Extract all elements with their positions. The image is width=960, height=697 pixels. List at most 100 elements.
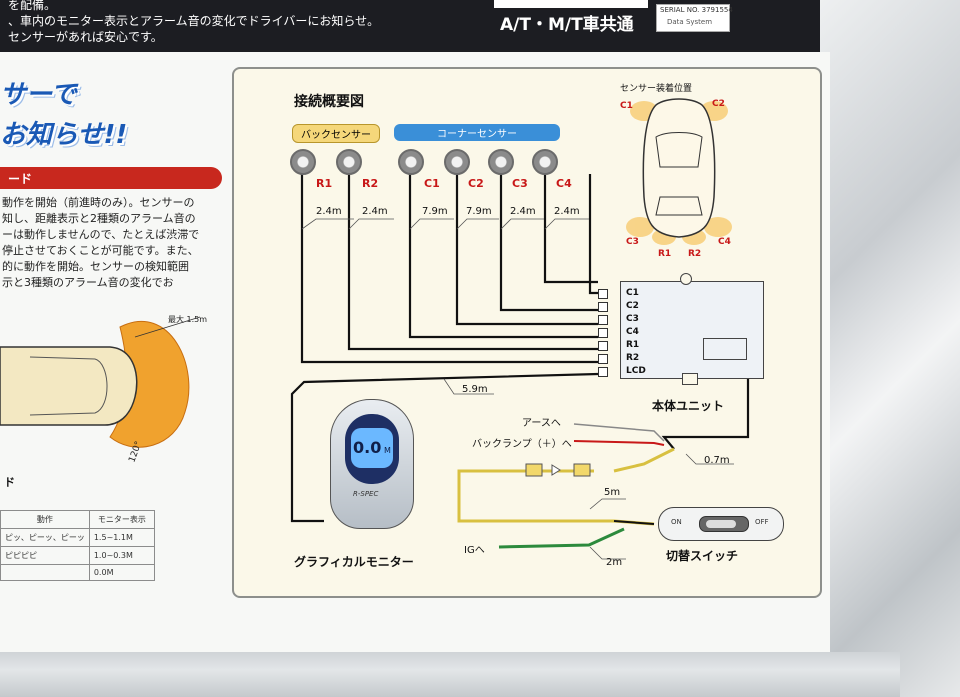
switch-cable-length: 5m — [604, 487, 621, 498]
table-cell: 1.0~0.3M — [88, 546, 155, 565]
sensor-ring-r1 — [290, 149, 316, 175]
detection-illustration — [0, 316, 201, 448]
monitor-label: グラフィカルモニター — [294, 555, 414, 569]
mode-fragment: ド — [4, 476, 15, 489]
switch-slider — [699, 516, 749, 532]
port-label-c1: C1 — [626, 288, 639, 298]
serial-box: SERIAL NO. 3791554 Data System — [656, 4, 733, 32]
bubble-wrap — [820, 0, 960, 697]
monitor-screen: 0.0 M — [345, 414, 399, 484]
sensor-ring-c1 — [398, 149, 424, 175]
ig-label: IGへ — [464, 545, 485, 556]
monitor-brand: R-SPEC — [353, 490, 379, 498]
monitor-readout: 0.0 — [353, 438, 382, 457]
corner-sensor-pill: コーナーセンサー — [394, 124, 560, 141]
table-row: 0.0M — [0, 564, 155, 581]
switch-knob — [706, 520, 736, 528]
port-box — [598, 289, 608, 299]
compat-label: A/T・M/T車共通 — [500, 15, 634, 35]
back-sensor-pill: バックセンサー — [292, 124, 380, 143]
max-range-label: 最大 1.5m — [168, 315, 208, 324]
table-cell: 1.5~1.1M — [88, 528, 155, 547]
mount-position-label: センサー装着位置 — [620, 84, 693, 94]
brand-label: Data System — [667, 18, 713, 26]
port-label-r1: R1 — [626, 340, 640, 350]
sensor-label-c4: C4 — [556, 177, 572, 190]
main-unit-box — [620, 281, 764, 379]
switch-label: 切替スイッチ — [666, 549, 739, 563]
port-label-c4: C4 — [626, 327, 639, 337]
mode-tab: ード — [0, 167, 222, 189]
car-pos-c1: C1 — [620, 101, 633, 111]
port-box — [598, 328, 608, 338]
header-band: を配備。 、車内のモニター表示とアラーム音の変化でドライバーにお知らせ。 センサ… — [0, 0, 820, 52]
port-box — [598, 354, 608, 364]
body-line-4: 停止させておくことが可能です。また、 — [2, 244, 199, 257]
header-line1: を配備。 — [8, 0, 57, 12]
ig-cable-length: 2m — [606, 557, 623, 568]
table-header-row: 動作 モニター表示 — [0, 510, 155, 529]
car-pos-r1: R1 — [658, 249, 672, 259]
port-box — [598, 367, 608, 377]
sensor-label-c3: C3 — [512, 177, 528, 190]
main-unit-foot — [682, 373, 698, 385]
left-panel: サーで お知らせ!! ード 動作を開始（前進時のみ）。センサーの 知し、距離表示… — [0, 52, 230, 652]
table-header: 動作 — [0, 510, 90, 529]
sensor-label-c1: C1 — [424, 177, 440, 190]
table-row: ピッ、ピーッ、ピーッ 1.5~1.1M — [0, 528, 155, 547]
port-label-lcd: LCD — [626, 366, 646, 376]
serial-value: 3791554 — [701, 6, 733, 14]
monitor-body: 0.0 M R-SPEC — [330, 399, 414, 529]
car-pos-c3: C3 — [626, 237, 639, 247]
diagram-title: 接続概要図 — [294, 94, 364, 110]
port-label-r2: R2 — [626, 353, 640, 363]
table-row: ピピピピ 1.0~0.3M — [0, 546, 155, 565]
serial-label: SERIAL NO. — [660, 6, 700, 14]
body-line-1: 動作を開始（前進時のみ）。センサーの — [2, 196, 195, 209]
power-cable-length: 0.7m — [704, 455, 730, 466]
monitor-cable-length: 5.9m — [462, 384, 488, 395]
headline-1: サーで — [0, 80, 77, 110]
main-unit-label: 本体ユニット — [652, 399, 725, 413]
package-edge — [0, 652, 900, 697]
car-pos-c2: C2 — [712, 99, 725, 109]
earth-label: アースへ — [522, 418, 561, 429]
main-unit-window — [703, 338, 747, 360]
sensor-label-c2: C2 — [468, 177, 484, 190]
sensor-ring-r2 — [336, 149, 362, 175]
headline-2: お知らせ!! — [0, 120, 128, 150]
monitor-display: 0.0 M — [351, 428, 393, 468]
switch-off-label: OFF — [755, 518, 769, 526]
wiring-lines — [290, 174, 750, 560]
car-pos-c4: C4 — [718, 237, 731, 247]
header-line3: センサーがあれば安心です。 — [8, 30, 163, 44]
sensor-label-r2: R2 — [362, 177, 379, 190]
sensor-label-r1: R1 — [316, 177, 333, 190]
cable-length-c1: 7.9m — [422, 206, 448, 217]
connection-diagram: 接続概要図 バックセンサー コーナーセンサー R1 R2 C1 C2 C3 C4… — [232, 67, 822, 598]
body-line-5: 的に動作を開始。センサーの検知範囲 — [2, 260, 189, 273]
body-line-3: ーは動作しませんので、たとえば渋滞で — [2, 228, 200, 241]
header-tab — [494, 0, 648, 8]
body-line-2: 知し、距離表示と2種類のアラーム音の — [2, 212, 196, 225]
cable-length-r1: 2.4m — [316, 206, 342, 217]
switch-on-label: ON — [671, 518, 682, 526]
cable-length-r2: 2.4m — [362, 206, 388, 217]
sensor-ring-c4 — [532, 149, 558, 175]
body-line-6: 示と3種類のアラーム音の変化でお — [2, 276, 174, 289]
port-box — [598, 341, 608, 351]
table-header: モニター表示 — [88, 510, 155, 529]
port-box — [598, 315, 608, 325]
cable-length-c3: 2.4m — [510, 206, 536, 217]
table-cell: ピッ、ピーッ、ピーッ — [0, 528, 90, 547]
sensor-ring-c3 — [488, 149, 514, 175]
main-unit-tab — [680, 273, 692, 285]
cable-length-c4: 2.4m — [554, 206, 580, 217]
alarm-table: 動作 モニター表示 ピッ、ピーッ、ピーッ 1.5~1.1M ピピピピ 1.0~0… — [0, 510, 155, 581]
port-box — [598, 302, 608, 312]
car-pos-r2: R2 — [688, 249, 702, 259]
mode-switch: ON OFF — [658, 507, 784, 541]
table-cell — [0, 564, 90, 581]
monitor-unit: M — [384, 446, 391, 455]
port-label-c2: C2 — [626, 301, 639, 311]
